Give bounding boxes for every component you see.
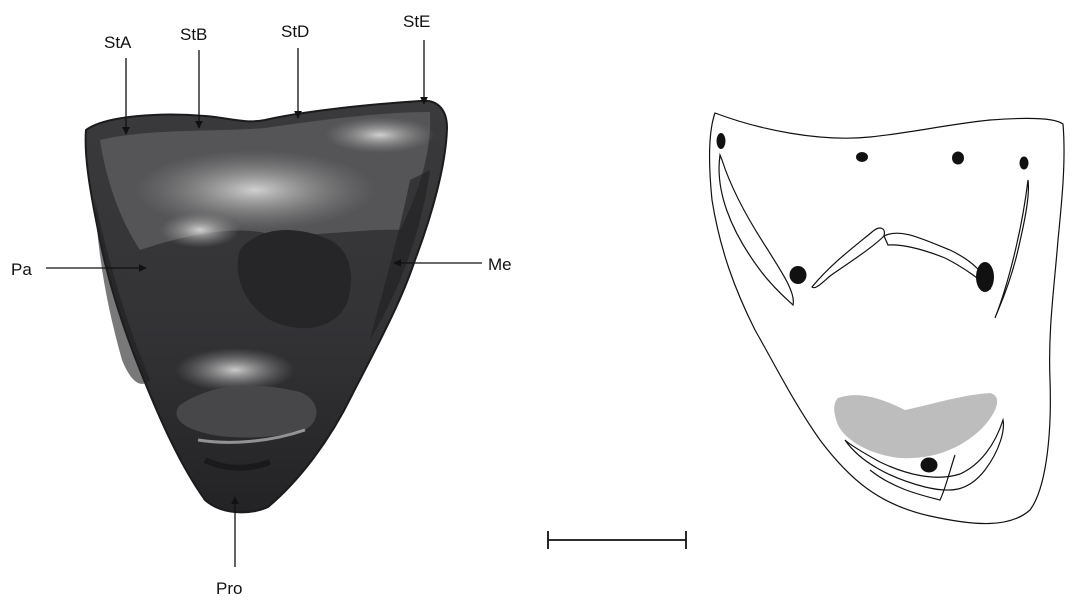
label-ste: StE <box>403 12 430 31</box>
tooth-photo-highlight <box>325 117 435 153</box>
tooth-drawing-metacrista <box>884 233 990 288</box>
tooth-photograph <box>86 101 447 513</box>
label-pa: Pa <box>11 260 32 279</box>
label-std: StD <box>281 22 309 41</box>
tooth-drawing <box>710 113 1064 524</box>
cusp-dot-std <box>952 152 964 165</box>
tooth-drawing-paracrista <box>719 155 793 305</box>
label-me: Me <box>488 255 512 274</box>
tooth-drawing-outline <box>710 113 1064 524</box>
cusp-dot-ste <box>1020 157 1029 170</box>
cusp-dot-sta <box>717 133 726 149</box>
scale-bar-icon <box>548 531 686 549</box>
label-stb: StB <box>180 25 207 44</box>
cusp-dot-stb <box>856 152 868 162</box>
cusp-dot-pa <box>790 266 807 284</box>
cusp-dot-pro <box>921 458 938 473</box>
label-sta: StA <box>104 33 132 52</box>
tooth-drawing-preparacrista <box>812 228 884 288</box>
tooth-drawing-protocone-wear <box>834 393 997 458</box>
tooth-photo-protocone-shine <box>175 348 295 392</box>
cusp-dot-me <box>976 262 994 292</box>
label-pro: Pro <box>216 579 242 598</box>
tooth-photo-highlight <box>160 212 240 248</box>
tooth-drawing-right-crest <box>995 180 1028 318</box>
